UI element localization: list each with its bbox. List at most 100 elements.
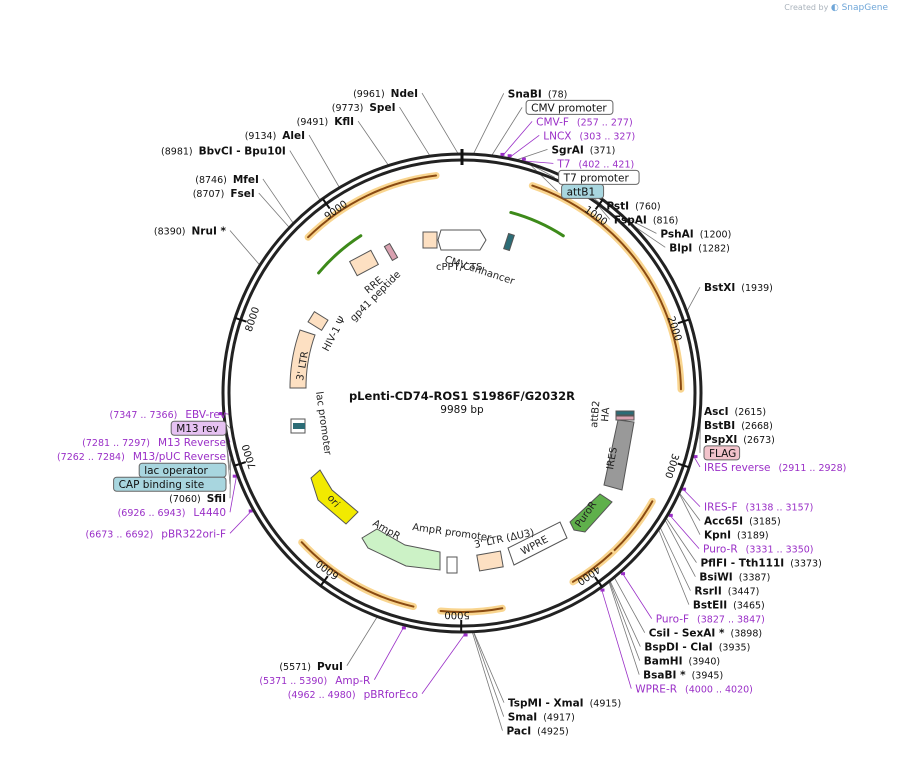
boxed-feature-label[interactable]: lac operator [144, 465, 208, 477]
enzyme-site[interactable]: (9773)SpeI [332, 102, 396, 114]
enzyme-site[interactable]: BstBI(2668) [704, 420, 773, 432]
enzyme-site[interactable]: TspMI - XmaI(4915) [508, 698, 621, 710]
primer-position: (5371 .. 5390) [259, 676, 327, 687]
label-leader [491, 107, 523, 156]
rre-feature[interactable] [348, 249, 380, 277]
label-leader [421, 92, 459, 154]
boxed-label-bg [703, 445, 741, 461]
cmv-enhancer-feature[interactable] [437, 229, 487, 251]
enzyme-position: (1282) [698, 243, 730, 254]
enzyme-site[interactable]: (9134)AleI [245, 130, 305, 142]
enzyme-site[interactable]: BstXI(1939) [704, 282, 773, 294]
ltr3-feature[interactable] [289, 329, 316, 389]
puror-feature[interactable] [569, 493, 613, 533]
enzyme-site[interactable]: (8707)FseI [193, 188, 255, 200]
enzyme-site[interactable]: SnaBI(78) [508, 88, 568, 100]
primer-site[interactable]: Puro-R(3331 .. 3350) [703, 544, 813, 556]
enzyme-site[interactable]: Acc65I(3185) [704, 516, 781, 528]
primer-site[interactable]: IRES-F(3138 .. 3157) [704, 502, 813, 514]
primer-site[interactable]: Puro-F(3827 .. 3847) [656, 614, 765, 626]
enzyme-site[interactable]: BspDI - ClaI(3935) [644, 642, 750, 654]
enzyme-position: (3898) [730, 629, 762, 640]
primer-site[interactable]: (6926 .. 6943)L4440 [118, 507, 226, 519]
enzyme-site[interactable]: SgrAI(371) [552, 144, 616, 156]
boxed-feature-label[interactable]: FLAG [709, 448, 736, 460]
ltr-du3-feature[interactable] [476, 550, 504, 572]
label-leader [509, 135, 540, 159]
primer-site[interactable]: (7262 .. 7284)M13/pUC Reverse [57, 451, 226, 463]
enzyme-name: PacI [506, 726, 531, 738]
enzyme-site[interactable]: BstEII(3465) [693, 600, 765, 612]
enzyme-site[interactable]: KpnI(3189) [704, 530, 769, 542]
enzyme-position: (1200) [700, 229, 732, 240]
enzyme-site[interactable]: BsiWI(3387) [699, 572, 770, 584]
enzyme-site[interactable]: BamHI(3940) [644, 656, 720, 668]
ampr-feature[interactable] [361, 528, 441, 571]
ori-feature[interactable] [310, 469, 359, 525]
boxed-feature-label[interactable]: CAP binding site [119, 479, 205, 491]
primer-site[interactable]: T7(402 .. 421) [556, 158, 634, 170]
primer-site[interactable]: IRES reverse(2911 .. 2928) [704, 462, 846, 474]
attb2-feature[interactable] [615, 410, 635, 416]
boxed-feature-label[interactable]: attB1 [567, 186, 596, 198]
enzyme-site[interactable]: SmaI(4917) [508, 712, 575, 724]
enzyme-site[interactable]: CsiI - SexAI *(3898) [649, 628, 762, 640]
enzyme-site[interactable]: PacI(4925) [506, 726, 568, 738]
plasmid-length: 9989 bp [440, 404, 484, 416]
primer-site[interactable]: CMV-F(257 .. 277) [536, 116, 633, 128]
primer-name: M13/pUC Reverse [133, 451, 226, 463]
enzyme-site[interactable]: PspXI(2673) [704, 434, 775, 446]
enzyme-site[interactable]: AscI(2615) [704, 406, 766, 418]
enzyme-site[interactable]: BlpI (1282) [669, 242, 730, 254]
enzyme-site[interactable]: (9491)KflI [297, 116, 354, 128]
enzyme-site[interactable]: (9961)NdeI [353, 88, 418, 100]
tick-mark [319, 575, 329, 587]
enzyme-position: (3189) [737, 531, 769, 542]
label-leader [346, 617, 378, 666]
enzyme-site[interactable]: (5571)PvuI [279, 661, 343, 673]
enzyme-site[interactable]: PflFI - Tth111I(3373) [700, 558, 821, 570]
boxed-feature-label[interactable]: CMV promoter [531, 102, 607, 114]
enzyme-site[interactable]: FspAI(816) [614, 214, 679, 226]
enzyme-site[interactable]: PshAI(1200) [660, 228, 731, 240]
tick-mark [234, 316, 247, 323]
primer-site[interactable]: WPRE-R(4000 .. 4020) [635, 684, 753, 696]
enzyme-name: NruI * [192, 226, 227, 238]
enzyme-site[interactable]: RsrII(3447) [694, 586, 759, 598]
gp41-peptide-feature[interactable] [383, 242, 399, 262]
enzyme-site[interactable]: (8746)MfeI [195, 174, 259, 186]
label-leader [225, 436, 231, 485]
plasmid-name: pLenti-CD74-ROS1 S1986F/G2032R [349, 389, 575, 403]
ha-feature[interactable] [615, 415, 635, 421]
label-leader [666, 518, 697, 563]
enzyme-site[interactable]: (8390)NruI * [154, 226, 227, 238]
ires-feature[interactable] [603, 419, 635, 491]
primer-site[interactable]: (6673 .. 6692)pBR322ori-F [85, 528, 226, 540]
hiv1-psi-feature[interactable] [307, 310, 329, 332]
ampr-promoter-feature[interactable] [446, 556, 458, 574]
boxed-feature-label[interactable]: T7 promoter [563, 172, 630, 184]
cppt-cts-feature[interactable] [422, 231, 438, 249]
enzyme-site[interactable]: (8981)BbvCI - Bpu10I [161, 146, 286, 158]
enzyme-name: BlpI [669, 242, 692, 254]
enzyme-site[interactable]: (7060)SfiI [169, 493, 226, 505]
primer-site[interactable]: (5371 .. 5390)Amp-R [259, 675, 370, 687]
enzyme-site[interactable]: PstI(760) [606, 200, 660, 212]
enzyme-position: (2615) [735, 407, 767, 418]
label-leader [679, 493, 701, 535]
primer-name: pBRforEco [364, 689, 418, 701]
primer-site[interactable]: (7347 .. 7366)EBV-rev [110, 409, 227, 421]
primer-name: IRES-F [704, 502, 738, 514]
primer-site[interactable]: LNCX(303 .. 327) [543, 130, 635, 142]
snapgene-brand: ◐ SnapGene [831, 3, 888, 13]
primer-site[interactable]: (4962 .. 4980)pBRforEco [288, 689, 418, 701]
enzyme-position: (4915) [590, 699, 622, 710]
label-leader [229, 475, 238, 513]
boxed-feature-label[interactable]: M13 rev [176, 423, 219, 435]
tick-label: 5000 [444, 609, 469, 620]
enzyme-site[interactable]: BsaBI *(3945) [643, 670, 723, 682]
primer-site[interactable]: (7281 .. 7297)M13 Reverse [82, 437, 226, 449]
orf-arc [571, 552, 613, 583]
wpre-feature[interactable] [507, 521, 568, 566]
label-leader [258, 192, 290, 228]
